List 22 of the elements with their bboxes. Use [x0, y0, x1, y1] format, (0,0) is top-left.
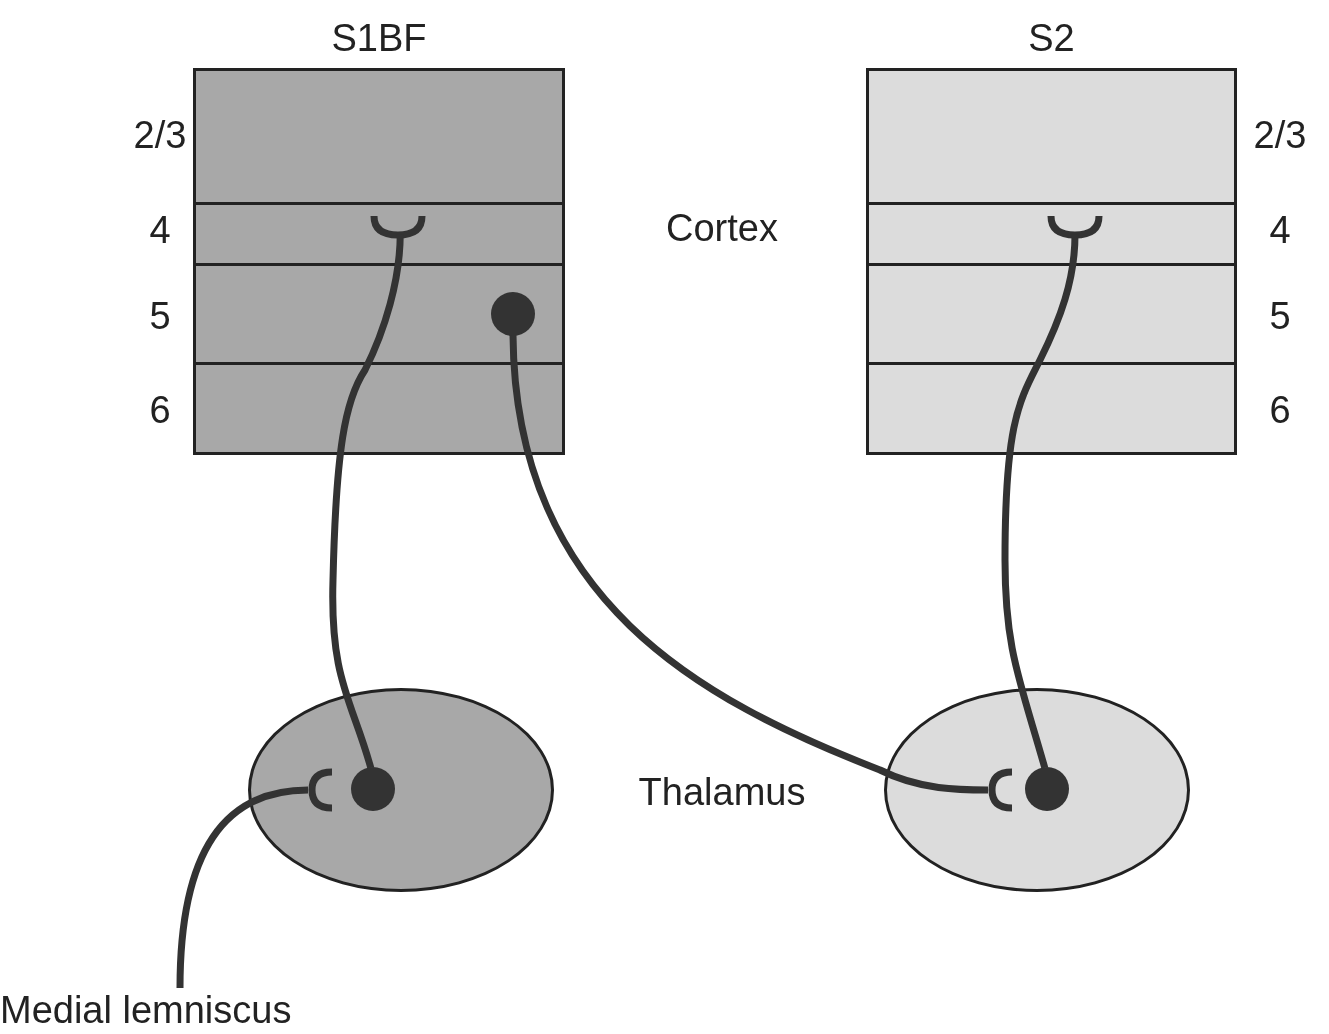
axon-line: [176, 786, 309, 989]
layer-number: 2/3: [1253, 116, 1307, 154]
area-heading: S1BF: [330, 19, 428, 57]
layer-number: 6: [1269, 391, 1291, 429]
cell-body-dot: [351, 767, 395, 811]
region-label: Cortex: [666, 209, 778, 247]
synaptic-terminal-icon: [988, 768, 1014, 812]
axon-line: [509, 334, 988, 794]
synaptic-terminal-icon: [1047, 214, 1103, 240]
layer-number: 4: [149, 211, 171, 249]
synaptic-terminal-icon: [308, 768, 334, 812]
layer-number: 5: [1269, 297, 1291, 335]
layer-number: 5: [149, 297, 171, 335]
layer-number: 4: [1269, 211, 1291, 249]
synaptic-terminal-icon: [370, 214, 426, 240]
region-label: Thalamus: [638, 773, 806, 811]
pathway-label: Medial lemniscus: [0, 988, 360, 1032]
layer-number: 2/3: [133, 116, 187, 154]
cell-body-dot: [491, 292, 535, 336]
layer-number: 6: [149, 391, 171, 429]
area-heading: S2: [1027, 19, 1076, 57]
cell-body-dot: [1025, 767, 1069, 811]
